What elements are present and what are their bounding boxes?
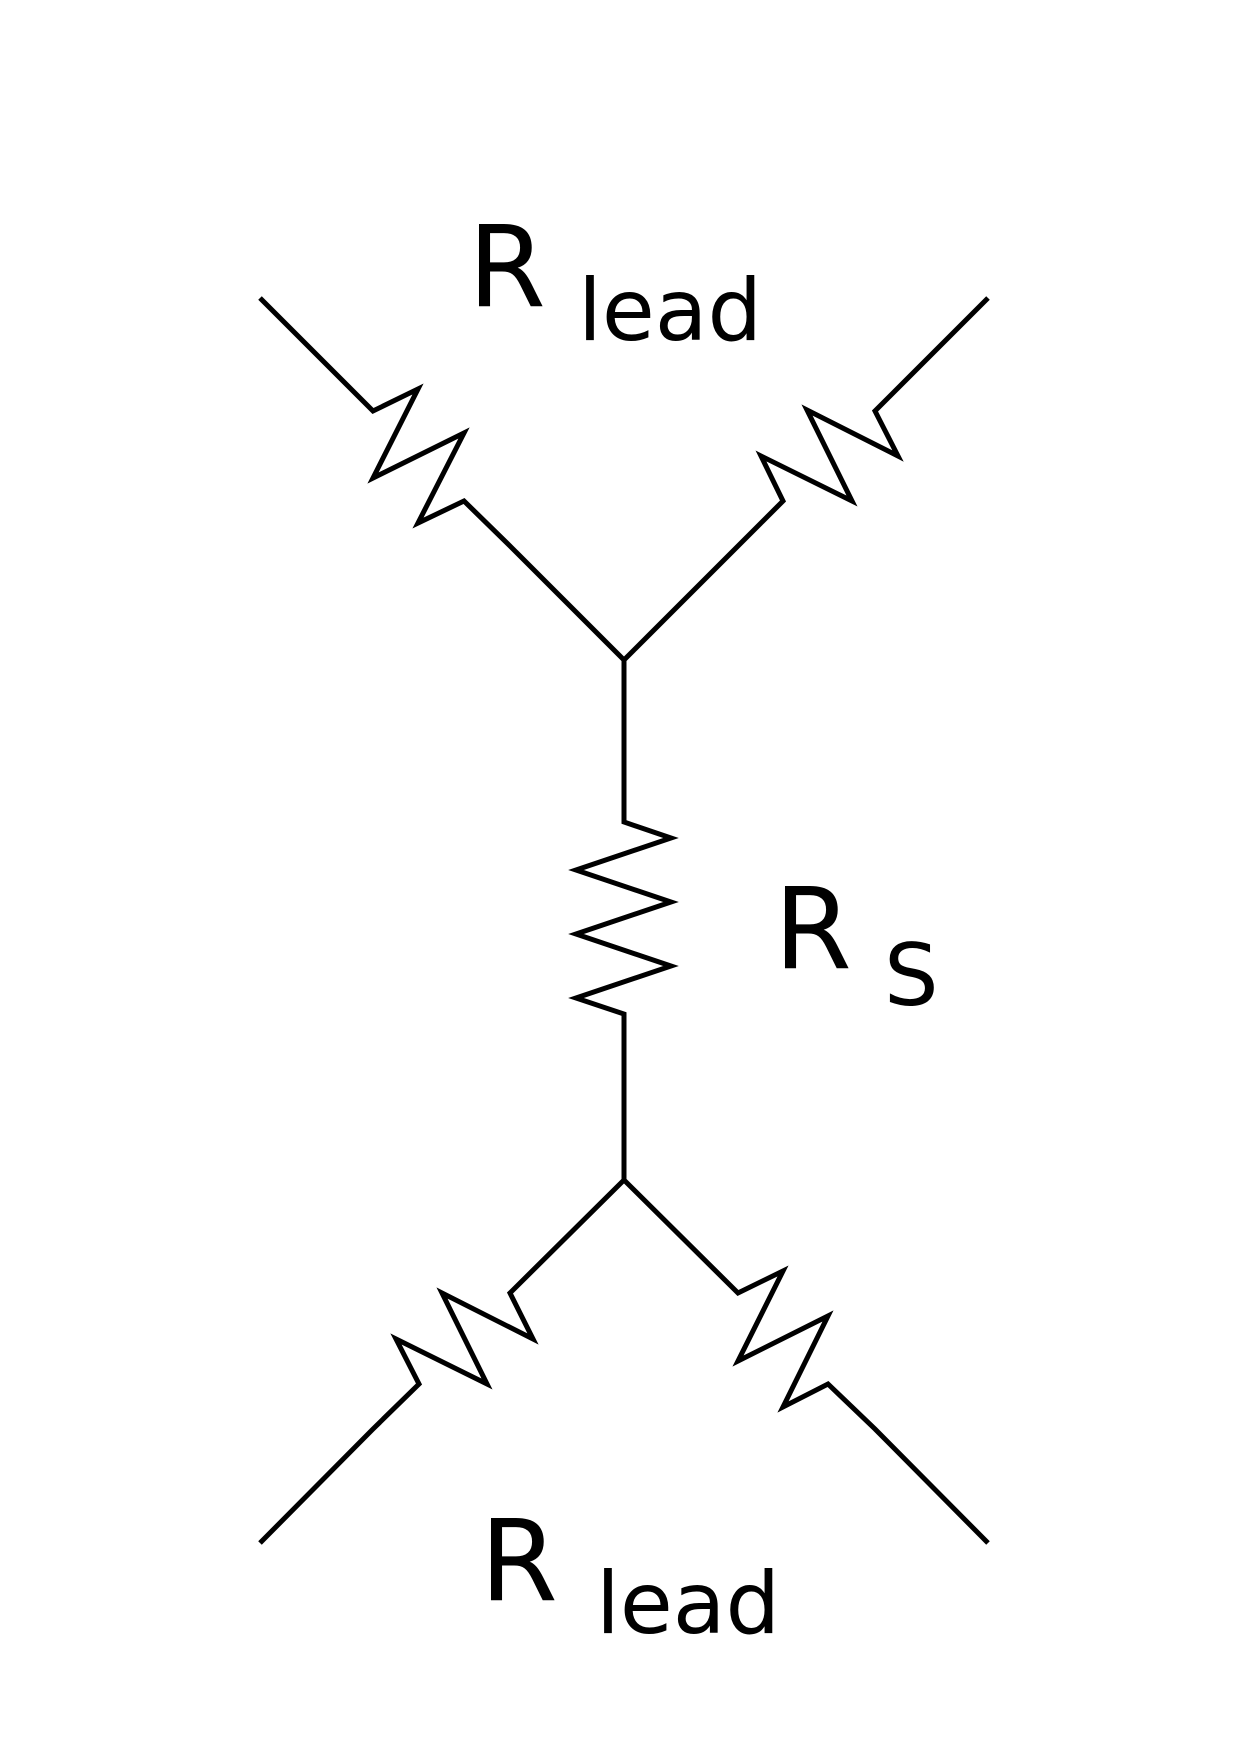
label-series-r-s: R S	[774, 865, 939, 1026]
resistor-bottom-left-lead	[258, 1178, 626, 1545]
label-series-r-main: R	[774, 865, 852, 995]
label-top-r-sub: lead	[578, 261, 762, 361]
label-top-r-lead: R lead	[468, 203, 762, 361]
label-bottom-r-sub: lead	[596, 1554, 780, 1654]
resistor-series	[568, 660, 679, 1180]
resistor-top-left-lead	[258, 296, 626, 662]
label-series-r-sub: S	[884, 926, 939, 1026]
label-top-r-main: R	[468, 203, 546, 333]
label-bottom-r-main: R	[480, 1497, 558, 1627]
resistor-top-right-lead	[622, 296, 990, 662]
resistor-bottom-right-lead	[622, 1178, 990, 1545]
label-bottom-r-lead: R lead	[480, 1497, 780, 1654]
